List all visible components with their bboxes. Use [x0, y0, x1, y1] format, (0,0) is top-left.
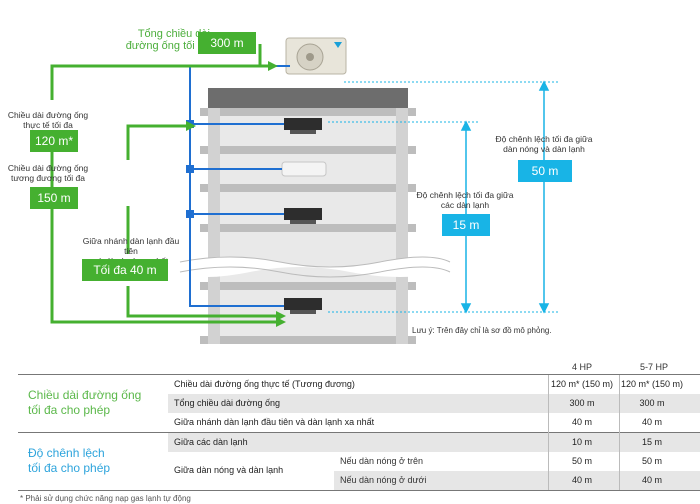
building-floors: [200, 108, 416, 344]
table-top-rule: [18, 374, 700, 375]
column-right: [396, 108, 408, 344]
indoor-unit-icon: [284, 208, 322, 224]
building-roof: [208, 88, 408, 108]
indoor-diff-label: Độ chênh lệch tối đa giữa các dàn lạnh: [416, 190, 514, 210]
footnote: * Phải sử dụng chức năng nạp gas lạnh tự…: [20, 494, 191, 503]
table-row: Giữa dàn nóng và dàn lạnh Nếu dàn nóng ở…: [174, 456, 662, 475]
actual-length-badge: 120 m*: [30, 130, 78, 152]
wall-unit-icon: [281, 161, 327, 177]
outdoor-diff-badge: 50 m: [518, 160, 572, 182]
col-divider: [548, 375, 549, 490]
indoor-unit-icon: [284, 298, 322, 314]
indoor-unit-icon: [284, 118, 322, 134]
table-row: Giữa các dàn lạnh 10 m 15 m: [168, 433, 700, 452]
table-row: Giữa nhánh dàn lạnh đầu tiên và dàn lạnh…: [174, 417, 662, 427]
table-row: Chiều dài đường ống thực tế (Tương đương…: [174, 379, 684, 389]
piping-diagram: [50, 37, 560, 344]
table-bottom-rule: [18, 490, 700, 491]
total-length-badge: 300 m: [198, 32, 256, 54]
equiv-length-label: Chiều dài đường ống tương đương tối đa: [7, 163, 89, 183]
group-title-length: Chiều dài đường ống tối đa cho phép: [28, 388, 142, 417]
table-row: Nếu dàn nóng ở dưới 40 m 40 m: [334, 471, 700, 490]
indoor-diff-badge: 15 m: [442, 214, 490, 236]
outdoor-diff-label: Độ chênh lệch tối đa giữa dàn nóng và dà…: [495, 134, 593, 154]
table-group-divider: [18, 432, 700, 433]
table-row: Tổng chiều dài đường ống 300 m 300 m: [168, 394, 700, 413]
equiv-length-badge: 150 m: [30, 187, 78, 209]
outdoor-unit-icon: [285, 37, 347, 75]
col-header-5-7hp: 5-7 HP: [639, 362, 668, 372]
column-left: [208, 108, 220, 344]
actual-length-label: Chiều dài đường ống thực tế tối đa: [7, 110, 89, 130]
total-length-label: Tổng chiều dài đường ống tối đa: [125, 28, 210, 52]
simulation-note: Lưu ý: Trên đây chỉ là sơ đồ mô phỏng.: [412, 326, 552, 335]
branch-badge: Tối đa 40 m: [82, 259, 168, 281]
group-title-height: Độ chênh lệch tối đa cho phép: [28, 446, 111, 475]
col-header-4hp: 4 HP: [571, 362, 592, 372]
col-divider: [619, 375, 620, 490]
